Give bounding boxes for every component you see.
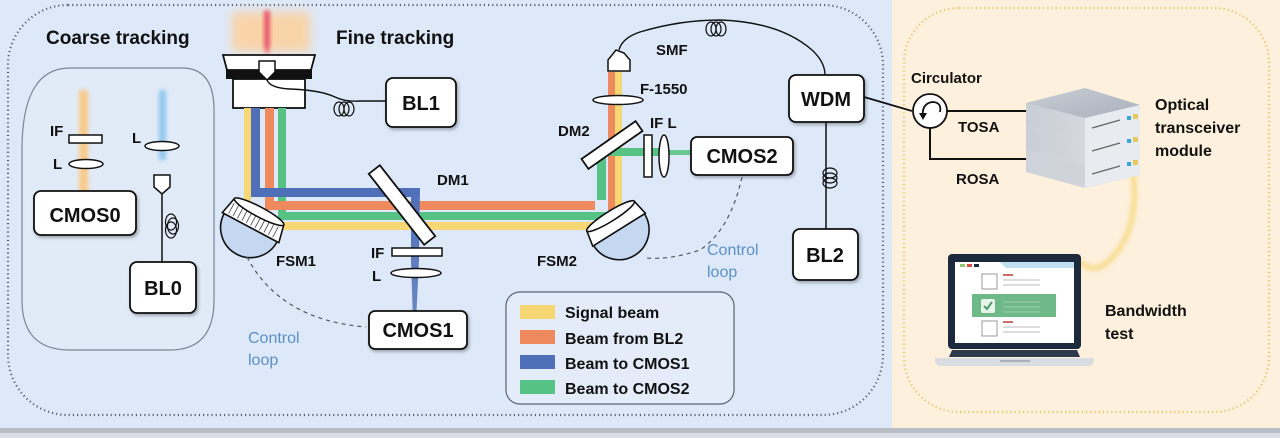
- interference-filter-cmos1: [391, 247, 443, 257]
- l-label-coarse-left: L: [53, 156, 62, 173]
- rosa-label: ROSA: [956, 171, 1000, 188]
- legend-label-signal: Signal beam: [565, 305, 659, 322]
- l-label-coarse-right: L: [132, 130, 141, 147]
- tosa-label: TOSA: [958, 119, 1000, 136]
- f1550-filter: [592, 94, 644, 106]
- fiber-coil-bl1: [333, 101, 355, 117]
- control-loop-2-label-line1: Control: [707, 242, 759, 259]
- f1550-label: F-1550: [640, 81, 688, 98]
- cmos2-label: CMOS2: [706, 146, 777, 168]
- cmos1-box: [368, 310, 468, 350]
- bl1-label: BL1: [402, 93, 440, 115]
- circulator-arrowhead-icon: [919, 113, 927, 120]
- smf-collimator: [607, 49, 631, 72]
- fiber-coil-bl0: [164, 213, 180, 239]
- control-loop-2-label-line2: loop: [707, 264, 737, 281]
- circulator-arrow-icon: [921, 101, 942, 119]
- telescope-collimator: [258, 60, 276, 82]
- if-label-cmos1: IF: [371, 245, 384, 262]
- cmos2-beam-end: [666, 150, 694, 155]
- interference-filter-cmos2: [643, 134, 653, 178]
- fine-tracking-title: Fine tracking: [336, 28, 454, 49]
- dm1-label: DM1: [437, 172, 469, 189]
- dichroic-mirror-2: [580, 119, 644, 171]
- signal-beam-vertical: [244, 108, 251, 223]
- cmos2-beam-to-camera: [606, 148, 666, 156]
- optical-transceiver-icon: [1026, 88, 1140, 188]
- lens-coarse-left: [68, 158, 104, 170]
- lens-cmos1: [390, 267, 442, 279]
- dichroic-mirror-1: [367, 163, 437, 247]
- bl2-beam-horizontal: [265, 201, 595, 210]
- cmos1-beam-vertical: [251, 108, 260, 196]
- control-loop-1-label-line2: loop: [248, 352, 278, 369]
- bl2-box: [792, 228, 859, 281]
- collimator-coarse: [153, 174, 171, 195]
- transceiver-label-line1: Optical: [1155, 97, 1209, 114]
- bl2-label: BL2: [806, 245, 844, 267]
- incoming-beacon-beam: [264, 10, 270, 56]
- control-loop-1-path: [246, 256, 367, 328]
- lens-cmos2: [658, 134, 670, 178]
- smf-fiber: [618, 19, 826, 76]
- fiber-coil-bl2: [822, 167, 838, 189]
- bl0-box: [129, 261, 197, 314]
- if-label-coarse: IF: [50, 123, 63, 140]
- control-loop-1-label-line1: Control: [248, 330, 300, 347]
- fiber-wdm-circulator: [863, 96, 913, 112]
- circulator: [912, 93, 948, 129]
- rosa-line: [929, 128, 1026, 160]
- cmos0-label: CMOS0: [49, 205, 120, 227]
- transceiver-label-line2: transceiver: [1155, 120, 1240, 137]
- laptop-icon: [935, 254, 1094, 366]
- test-frame: [902, 6, 1271, 414]
- cmos2-beam-vertical-2: [597, 148, 606, 200]
- control-loop-2-path: [645, 176, 743, 259]
- fast-steering-mirror-1: [219, 197, 285, 259]
- dm2-label: DM2: [558, 123, 590, 140]
- fiber-bl1: [266, 79, 386, 102]
- bl2-beam-vertical: [265, 108, 274, 206]
- cmos1-label: CMOS1: [382, 320, 453, 342]
- cmos2-box: [690, 136, 794, 176]
- legend: Signal beam Beam from BL2 Beam to CMOS1 …: [520, 305, 690, 398]
- legend-swatch-bl2: [520, 330, 555, 344]
- fsm2-label: FSM2: [537, 253, 577, 270]
- cmos1-beam-horizontal: [251, 188, 411, 197]
- cmos0-box: [33, 190, 137, 236]
- legend-label-cmos1: Beam to CMOS1: [565, 356, 690, 373]
- coarse-tracking-title: Coarse tracking: [46, 28, 190, 49]
- coarse-beacon-beam: [159, 90, 166, 160]
- bl1-box: [385, 77, 457, 128]
- l-label-cmos1: L: [372, 268, 381, 285]
- legend-box: [505, 291, 735, 405]
- bandwidth-test-label-line2: test: [1105, 326, 1134, 343]
- legend-label-cmos2: Beam to CMOS2: [565, 381, 690, 398]
- transceiver-label-line3: module: [1155, 143, 1212, 160]
- if-l-label-cmos2: IF L: [650, 115, 677, 132]
- bandwidth-test-link: [1078, 171, 1137, 271]
- circulator-label: Circulator: [911, 70, 982, 87]
- incoming-signal-glow: [232, 12, 310, 52]
- legend-swatch-signal: [520, 305, 555, 319]
- bandwidth-test-label-line1: Bandwidth: [1105, 303, 1187, 320]
- legend-label-bl2: Beam from BL2: [565, 331, 683, 348]
- cmos2-beam-vertical: [278, 108, 286, 217]
- legend-swatch-cmos2: [520, 380, 555, 394]
- lens-coarse-right: [144, 140, 180, 152]
- bl0-label: BL0: [144, 278, 182, 300]
- fsm1-label: FSM1: [276, 253, 316, 270]
- interference-filter-coarse: [68, 134, 103, 144]
- fiber-coil-smf: [705, 21, 727, 37]
- cmos2-beam-horizontal: [278, 212, 608, 220]
- bottom-border: [0, 428, 1280, 433]
- legend-swatch-cmos1: [520, 355, 555, 369]
- smf-label: SMF: [656, 42, 688, 59]
- wdm-label: WDM: [801, 89, 851, 111]
- fast-steering-mirror-2: [585, 199, 650, 261]
